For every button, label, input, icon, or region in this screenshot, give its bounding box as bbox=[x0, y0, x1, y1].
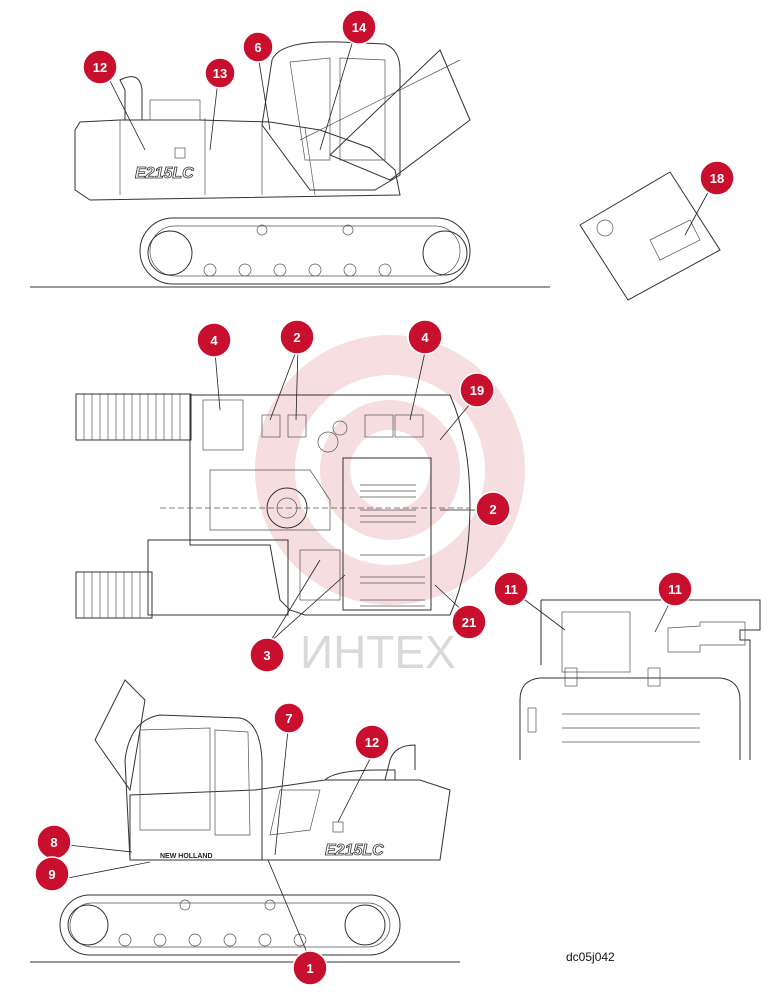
svg-text:12: 12 bbox=[365, 735, 379, 750]
excavator-right-side-view: NEW HOLLAND E215LC bbox=[30, 679, 460, 963]
callout-11-left: 11 bbox=[493, 571, 529, 607]
svg-text:11: 11 bbox=[504, 582, 518, 597]
model-badge-right: E215LC bbox=[325, 842, 384, 859]
brand-plate-right: NEW HOLLAND bbox=[160, 853, 213, 860]
svg-text:21: 21 bbox=[462, 615, 476, 630]
svg-text:7: 7 bbox=[285, 711, 292, 726]
figure-code-label: dc05j042 bbox=[566, 950, 615, 964]
callout-12-top: 12 bbox=[82, 49, 118, 85]
callout-13: 13 bbox=[204, 57, 236, 89]
callout-4-right: 4 bbox=[407, 319, 443, 355]
svg-text:12: 12 bbox=[93, 60, 107, 75]
engine-hood-detail bbox=[519, 599, 761, 760]
svg-text:2: 2 bbox=[489, 502, 496, 517]
model-badge-left: E215LC bbox=[135, 165, 194, 182]
svg-text:3: 3 bbox=[263, 648, 270, 663]
callout-7: 7 bbox=[273, 702, 305, 734]
decal-18-sheet bbox=[579, 171, 721, 301]
callout-19: 19 bbox=[459, 372, 495, 408]
callout-1: 1 bbox=[292, 950, 328, 986]
callout-18: 18 bbox=[699, 160, 735, 196]
svg-text:9: 9 bbox=[48, 867, 55, 882]
svg-text:14: 14 bbox=[352, 20, 367, 35]
excavator-left-side-view: E215LC bbox=[30, 41, 550, 288]
svg-text:1: 1 bbox=[306, 961, 313, 976]
svg-text:19: 19 bbox=[470, 383, 484, 398]
callout-6: 6 bbox=[242, 31, 274, 63]
svg-text:4: 4 bbox=[210, 333, 218, 348]
watermark-text: ИНТЕХ bbox=[300, 626, 456, 678]
callout-2-right: 2 bbox=[475, 491, 511, 527]
callout-4-left: 4 bbox=[196, 322, 232, 358]
callout-11-right: 11 bbox=[657, 571, 693, 607]
svg-text:18: 18 bbox=[710, 171, 724, 186]
callout-8: 8 bbox=[36, 824, 72, 860]
svg-text:13: 13 bbox=[213, 66, 227, 81]
svg-text:2: 2 bbox=[293, 330, 300, 345]
svg-text:11: 11 bbox=[668, 582, 682, 597]
svg-text:6: 6 bbox=[254, 40, 261, 55]
excavator-top-view bbox=[75, 393, 471, 619]
callout-12-bottom: 12 bbox=[354, 724, 390, 760]
svg-text:4: 4 bbox=[421, 330, 429, 345]
callout-2-top: 2 bbox=[279, 319, 315, 355]
callout-9: 9 bbox=[34, 856, 70, 892]
callout-14: 14 bbox=[341, 9, 377, 45]
svg-text:8: 8 bbox=[50, 835, 57, 850]
callout-21: 21 bbox=[451, 604, 487, 640]
callout-3: 3 bbox=[249, 637, 285, 673]
